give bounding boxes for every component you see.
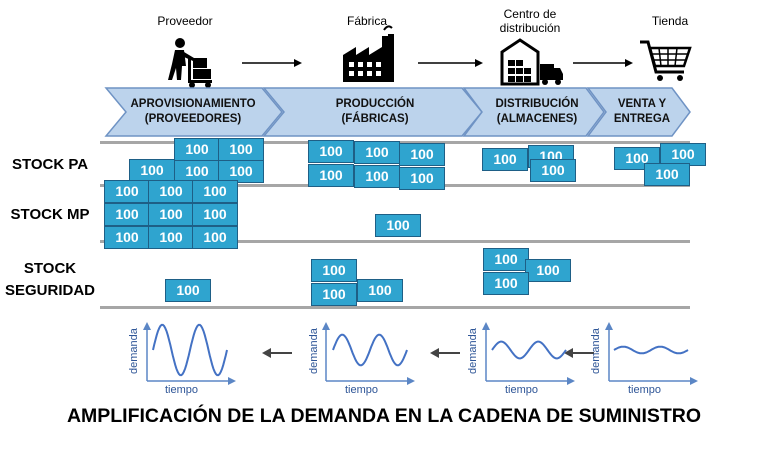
stock-box: 100	[399, 167, 445, 190]
chevron-aprovisionamiento	[104, 87, 283, 137]
warehouse-truck-icon	[500, 38, 563, 86]
stock-box: 100	[148, 226, 194, 249]
flow-arrow-2	[418, 59, 483, 67]
node-label-proveedor: Proveedor	[157, 14, 213, 28]
factory-icon	[343, 25, 394, 82]
demand-graphs	[143, 322, 698, 385]
graph-1-xlabel: tiempo	[165, 384, 199, 396]
flow-arrow-1	[242, 59, 302, 67]
graph-2-ylabel: demanda	[308, 328, 320, 374]
separator-line	[100, 240, 690, 243]
stock-box: 100	[192, 180, 238, 203]
node-label-fabrica: Fábrica	[346, 14, 387, 28]
demand-wave-3	[491, 340, 567, 360]
graph-3-axes	[482, 322, 575, 385]
stage-chevrons	[104, 87, 691, 137]
stock-box: 100	[375, 214, 421, 237]
demand-wave-2	[332, 333, 408, 367]
stock-box: 100	[308, 140, 354, 163]
stock-box: 100	[192, 203, 238, 226]
separator-line	[100, 306, 690, 309]
stock-box: 100	[530, 159, 576, 182]
stock-box: 100	[482, 148, 528, 171]
flow-arrow-3	[573, 59, 633, 67]
graph-2-xlabel: tiempo	[345, 384, 379, 396]
stock-box: 100	[311, 283, 357, 306]
stock-box: 100	[104, 180, 150, 203]
stock-box: 100	[148, 180, 194, 203]
stock-box: 100	[483, 248, 529, 271]
stock-box: 100	[311, 259, 357, 282]
demand-wave-4	[613, 345, 689, 355]
graph-4-xlabel: tiempo	[628, 384, 662, 396]
graph-1-axes	[143, 322, 236, 385]
stock-box: 100	[148, 203, 194, 226]
stock-box: 100	[660, 143, 706, 166]
chevron-produccion	[262, 87, 483, 137]
top-icons-layer	[168, 25, 692, 88]
stage-label-produccion: PRODUCCIÓN(FÁBRICAS)	[335, 98, 415, 125]
stock-box: 100	[218, 138, 264, 161]
node-label-tienda: Tienda	[651, 14, 689, 28]
stock-box: 100	[129, 159, 175, 182]
back-arrow-1	[262, 348, 292, 358]
graph-3-xlabel: tiempo	[505, 384, 539, 396]
graph-4-axes	[605, 322, 698, 385]
shopping-cart-icon	[640, 40, 692, 81]
chevron-distribucion	[462, 87, 605, 137]
graph-4-ylabel: demanda	[590, 328, 602, 374]
back-arrow-2	[430, 348, 460, 358]
graph-3-ylabel: demanda	[467, 328, 479, 374]
stock-box: 100	[165, 279, 211, 302]
stock-box: 100	[308, 164, 354, 187]
stock-box: 100	[192, 226, 238, 249]
row-label-stock-mp: STOCK MP	[10, 206, 90, 223]
stock-box: 100	[218, 160, 264, 183]
stock-box: 100	[104, 203, 150, 226]
stock-box: 100	[483, 272, 529, 295]
stage-label-aprovisionamiento: APROVISIONAMIENTO(PROVEEDORES)	[130, 98, 256, 125]
stock-box: 100	[174, 138, 220, 161]
graph-2-axes	[322, 322, 415, 385]
stock-box: 100	[357, 279, 403, 302]
stage-label-distribucion: DISTRIBUCIÓN(ALMACENES)	[495, 98, 579, 125]
stock-box: 100	[104, 226, 150, 249]
back-arrow-3	[564, 348, 594, 358]
stock-box: 100	[644, 163, 690, 186]
stock-box: 100	[399, 143, 445, 166]
dolly-worker-icon	[168, 38, 212, 88]
demand-wave-1	[152, 323, 228, 377]
diagram-title: AMPLIFICACIÓN DE LA DEMANDA EN LA CADENA…	[66, 405, 702, 427]
graph-1-ylabel: demanda	[128, 328, 140, 374]
chevron-venta	[586, 87, 691, 137]
stock-box: 100	[354, 165, 400, 188]
row-label-stock-pa: STOCK PA	[11, 156, 89, 173]
stock-box: 100	[525, 259, 571, 282]
stock-box: 100	[354, 141, 400, 164]
node-label-centro: Centro de distribución	[499, 7, 561, 35]
